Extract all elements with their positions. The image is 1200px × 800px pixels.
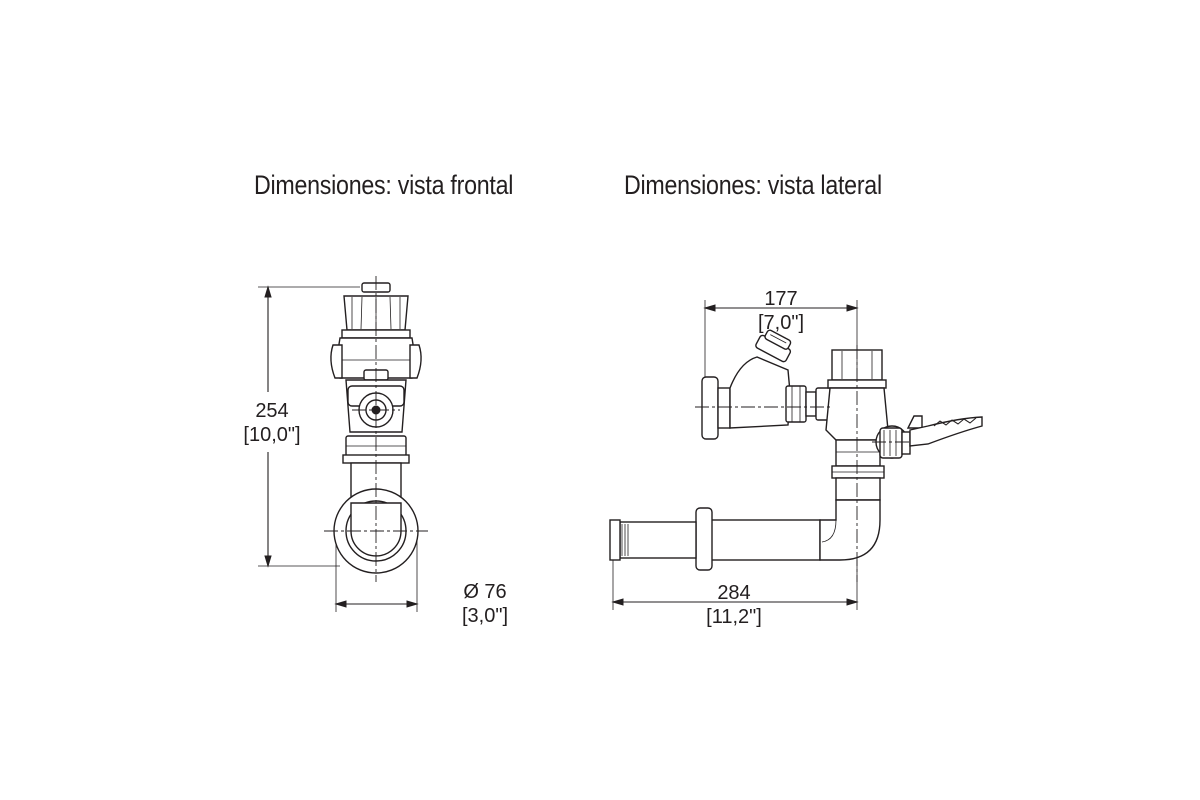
front-height-in: [10,0"]	[243, 424, 301, 446]
front-view-title: Dimensiones: vista frontal	[254, 170, 514, 200]
front-diameter-label: Ø 76 [3,0"]	[440, 580, 530, 628]
side-inlet-body	[729, 329, 833, 429]
front-view-drawing	[258, 276, 428, 612]
front-height-label: 254 [10,0"]	[226, 399, 318, 447]
front-height-mm: 254	[255, 400, 289, 422]
side-total-width-label: 284 [11,2"]	[684, 581, 784, 629]
front-height-dimension-line	[258, 285, 360, 568]
front-diameter-dimension-line	[334, 540, 419, 612]
side-top-width-in: [7,0"]	[757, 312, 804, 334]
side-view-drawing	[609, 300, 983, 610]
side-center-lines	[695, 345, 912, 582]
side-total-width-mm: 284	[717, 582, 751, 604]
side-wall-flange	[701, 376, 731, 440]
side-view-title: Dimensiones: vista lateral	[624, 170, 882, 200]
side-outlet-pipe	[609, 499, 881, 571]
side-top-dimension-line	[703, 300, 859, 380]
side-top-width-label: 177 [7,0"]	[731, 287, 831, 335]
side-bottom-dimension-line	[611, 560, 859, 610]
side-handle	[875, 415, 983, 459]
side-total-width-in: [11,2"]	[706, 606, 762, 628]
side-top-width-mm: 177	[764, 288, 798, 310]
front-diameter-mm: Ø 76	[463, 581, 507, 603]
front-center-lines	[324, 276, 428, 582]
front-diameter-in: [3,0"]	[461, 605, 508, 627]
